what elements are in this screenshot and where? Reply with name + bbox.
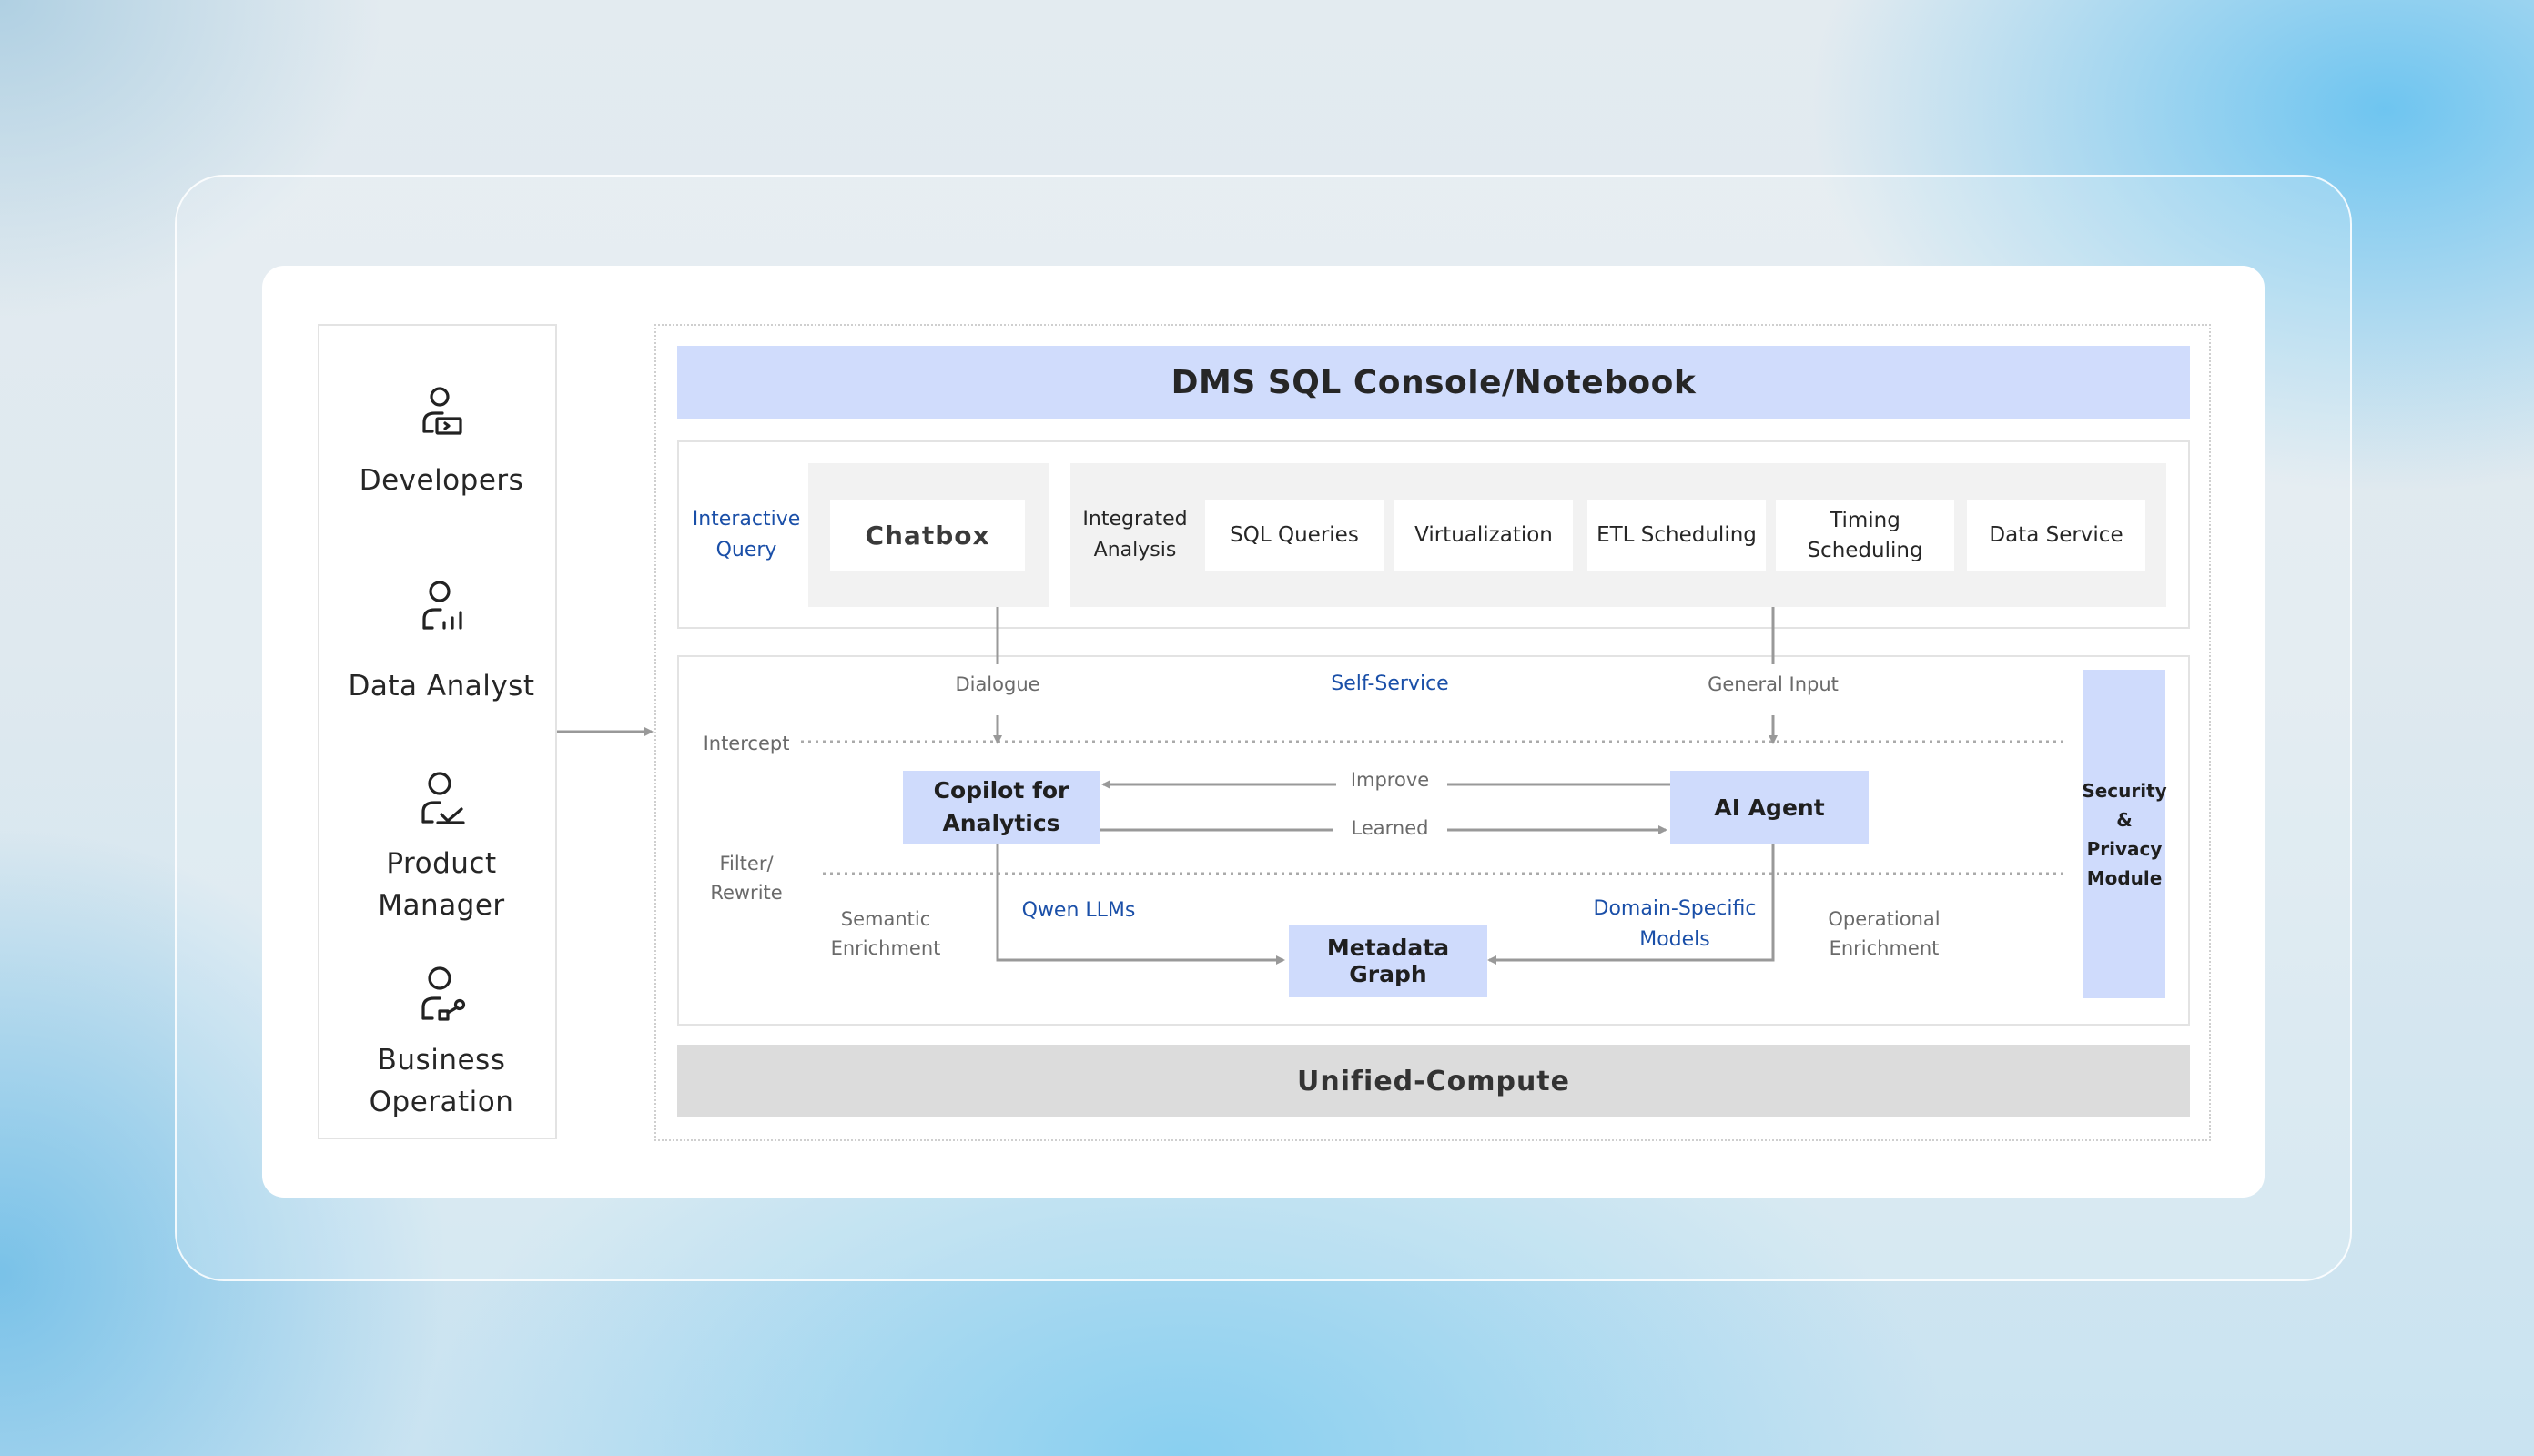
improve-label: Improve xyxy=(1350,769,1430,791)
role-label-developers: Developers xyxy=(359,464,524,497)
chatbox-box[interactable]: Chatbox xyxy=(830,500,1025,571)
self-service-label: Self-Service xyxy=(1331,672,1449,695)
metadata-graph-node: Metadata Graph xyxy=(1289,925,1487,997)
general-input-label: General Input xyxy=(1700,673,1846,695)
unified-compute-bar: Unified-Compute xyxy=(677,1045,2190,1117)
developer-icon xyxy=(422,387,462,435)
operational-enrichment-label: Operational Enrichment xyxy=(1828,908,1941,959)
learned-label: Learned xyxy=(1351,817,1429,839)
security-privacy-module: Security & Privacy Module xyxy=(2082,670,2167,998)
roles-panel xyxy=(318,324,557,1139)
role-label-data-analyst: Data Analyst xyxy=(348,670,535,703)
ai-agent-node: AI Agent xyxy=(1670,771,1869,844)
chip-timing-scheduling[interactable]: Timing Scheduling xyxy=(1776,500,1954,571)
architecture-frame xyxy=(654,324,2211,1141)
qwen-llms-label: Qwen LLMs xyxy=(1021,899,1136,922)
role-label-product-manager: Product Manager xyxy=(378,847,505,922)
integrated-analysis-label: Integrated Analysis xyxy=(1082,508,1188,561)
product-manager-icon xyxy=(421,772,465,824)
domain-models-label: Domain-Specific Models xyxy=(1593,897,1757,951)
chip-data-service[interactable]: Data Service xyxy=(1967,500,2145,571)
intercept-label: Intercept xyxy=(703,733,790,754)
console-header: DMS SQL Console/Notebook xyxy=(677,346,2190,419)
chip-etl-scheduling[interactable]: ETL Scheduling xyxy=(1587,500,1766,571)
role-label-business-operation: Business Operation xyxy=(369,1044,514,1118)
chip-virtualization[interactable]: Virtualization xyxy=(1394,500,1573,571)
filter-rewrite-label: Filter/ Rewrite xyxy=(710,853,783,904)
interactive-query-label: Interactive Query xyxy=(692,508,801,561)
business-operation-icon xyxy=(421,966,466,1021)
chip-sql-queries[interactable]: SQL Queries xyxy=(1205,500,1384,571)
semantic-enrichment-label: Semantic Enrichment xyxy=(830,908,941,959)
dialogue-label: Dialogue xyxy=(943,673,1052,695)
copilot-node: Copilot for Analytics xyxy=(903,771,1100,844)
data-analyst-icon xyxy=(422,581,462,630)
